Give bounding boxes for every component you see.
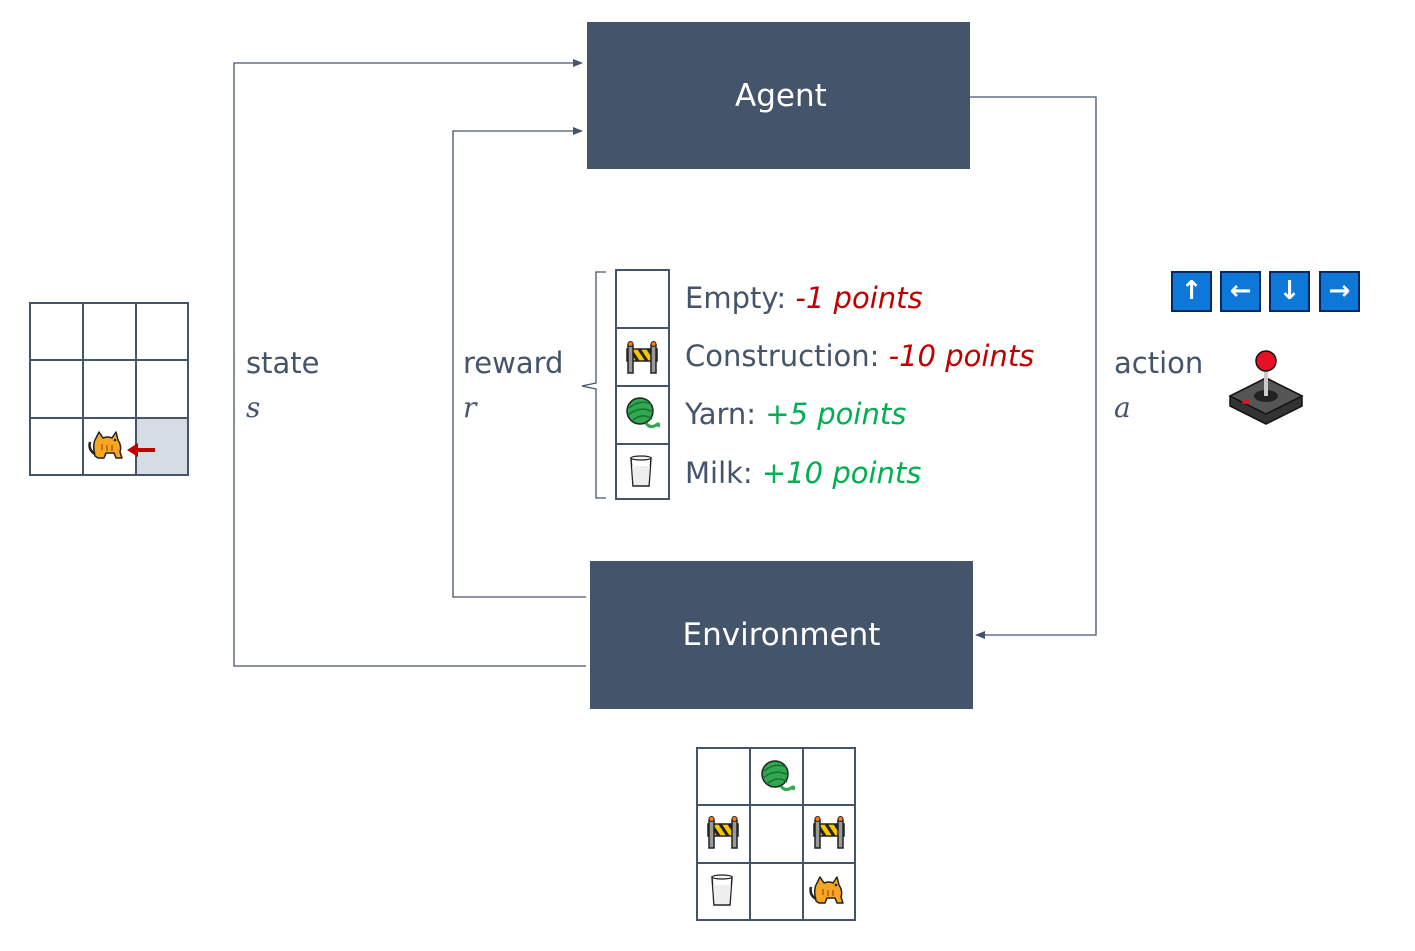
milk-glass-icon xyxy=(711,874,733,906)
reward-item-name: Milk: xyxy=(685,456,762,490)
reward-item-name: Construction: xyxy=(685,339,889,373)
reward-points: -1 points xyxy=(795,281,923,315)
left-arrow-icon xyxy=(127,443,155,457)
cat-icon xyxy=(809,875,845,905)
action-symbol: a xyxy=(1114,391,1131,424)
action-label: action xyxy=(1114,346,1204,380)
reward-icon-column xyxy=(615,269,670,500)
reward-row-construction: Construction: -10 points xyxy=(685,339,1034,373)
reward-item-name: Yarn: xyxy=(685,397,766,431)
milk-glass-icon xyxy=(630,455,652,487)
environment-grid xyxy=(696,747,856,921)
reward-brace xyxy=(581,271,606,499)
cat-icon xyxy=(88,430,124,460)
reward-points: +5 points xyxy=(765,397,907,431)
reward-points: +10 points xyxy=(761,456,922,490)
construction-barrier-icon xyxy=(706,815,740,850)
up-arrow-key-icon: ↑ xyxy=(1171,271,1212,312)
reward-points: -10 points xyxy=(888,339,1035,373)
environment-label: Environment xyxy=(682,617,881,653)
state-symbol: s xyxy=(246,391,261,424)
state-grid xyxy=(29,302,189,476)
left-arrow-key-icon: ← xyxy=(1220,271,1261,312)
down-arrow-key-icon: ↓ xyxy=(1269,271,1310,312)
reward-label: reward xyxy=(463,346,564,380)
reward-row-empty: Empty: -1 points xyxy=(685,281,923,315)
environment-box: Environment xyxy=(590,561,973,709)
construction-barrier-icon xyxy=(812,815,846,850)
agent-box: Agent xyxy=(587,22,970,169)
agent-label: Agent xyxy=(735,77,827,114)
yarn-icon xyxy=(760,759,796,792)
reward-symbol: r xyxy=(463,391,477,424)
reward-item-name: Empty: xyxy=(685,281,796,315)
joystick-icon xyxy=(1228,350,1304,425)
reward-row-milk: Milk: +10 points xyxy=(685,456,921,490)
right-arrow-key-icon: → xyxy=(1319,271,1360,312)
reward-row-yarn: Yarn: +5 points xyxy=(685,397,906,431)
state-label: state xyxy=(246,346,320,380)
